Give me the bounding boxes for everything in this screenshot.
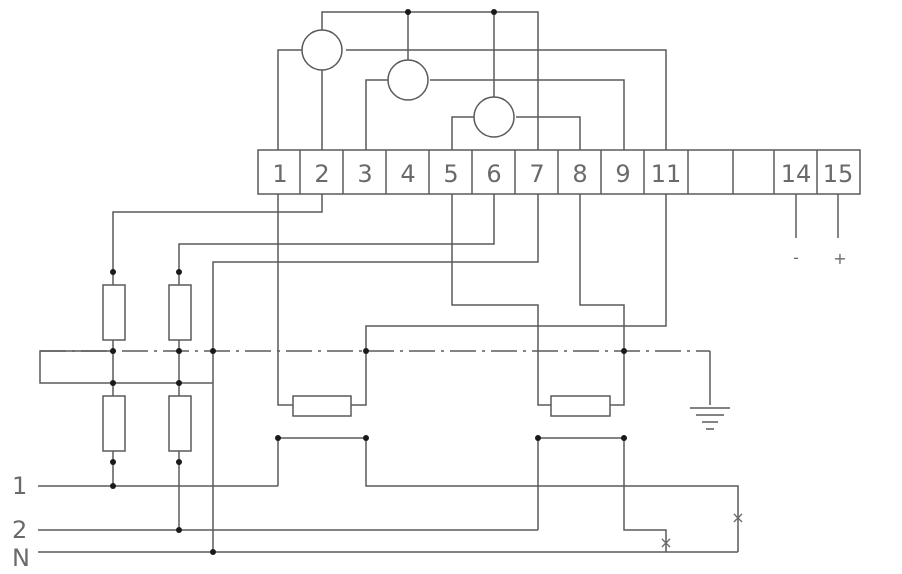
coil-2-icon (387, 59, 429, 101)
terminal-label: 11 (651, 160, 682, 188)
resistor (102, 395, 126, 452)
terminal-label: 6 (486, 160, 501, 188)
terminal-label: 5 (443, 160, 458, 188)
line-1-label: 1 (12, 472, 27, 500)
terminal-label: 15 (823, 160, 854, 188)
resistor (168, 284, 192, 341)
resistor (102, 284, 126, 341)
terminal-label: 1 (272, 160, 287, 188)
terminal-label: 9 (615, 160, 630, 188)
terminal-label: 14 (781, 160, 812, 188)
meter-coils (301, 29, 515, 138)
terminal-label: 3 (357, 160, 372, 188)
neutral-label: N (12, 544, 30, 572)
resistor (168, 395, 192, 452)
line-2-label: 2 (12, 516, 27, 544)
minus-label: - (793, 248, 799, 267)
current-coil-lines (277, 49, 667, 150)
coil-1-icon (301, 29, 343, 71)
coil-3-icon (473, 96, 515, 138)
terminal-label: 2 (314, 160, 329, 188)
junction-nodes (110, 9, 627, 555)
terminal-label: 8 (572, 160, 587, 188)
shunt-resistor-1 (292, 395, 352, 417)
terminal-label: 4 (400, 160, 415, 188)
terminal-label: 7 (529, 160, 544, 188)
load-cross-icon: × (659, 533, 672, 552)
terminal-block: 1 2 3 4 5 6 7 8 9 11 14 15 (257, 149, 861, 195)
shunt-resistor-2 (550, 395, 611, 417)
load-cross-icon: × (731, 508, 744, 527)
lower-wiring: × × (38, 194, 745, 553)
pulse-output: - + (793, 194, 847, 268)
plus-label: + (833, 249, 846, 268)
